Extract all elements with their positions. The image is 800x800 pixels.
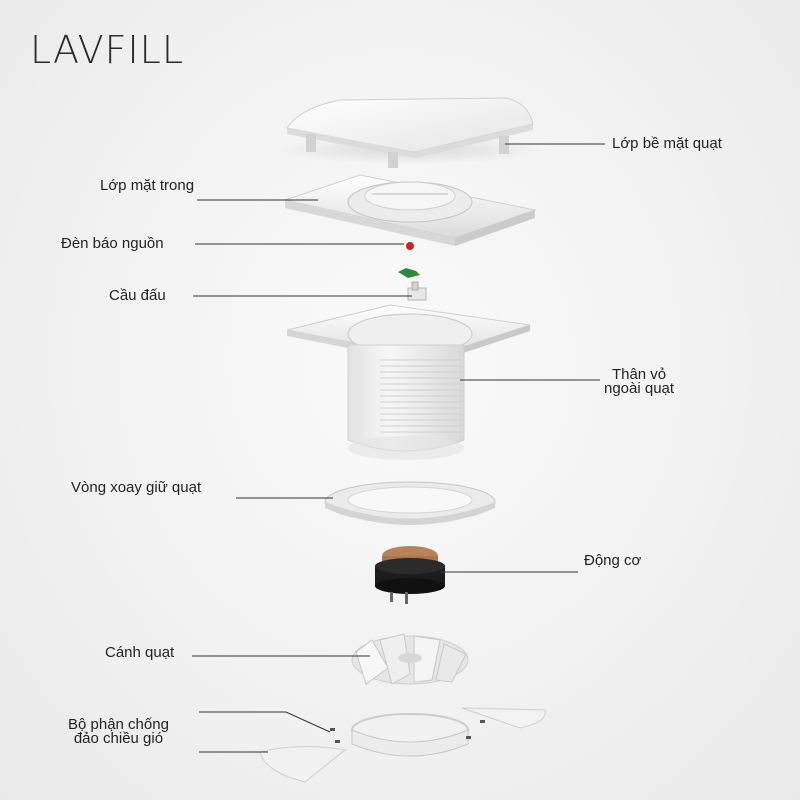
label-fan-blade: Cánh quạt: [105, 644, 175, 661]
label-housing-line-1: Thân vỏ: [611, 366, 667, 383]
label-terminal-block: Cầu đấu: [109, 287, 166, 304]
label-retaining-ring: Vòng xoay giữ quạt: [71, 479, 202, 496]
label-damper-line-1: Bộ phận chống: [68, 716, 169, 733]
power-led-part: [406, 242, 414, 250]
leader-damper-1: [199, 711, 331, 733]
housing-part: [286, 304, 531, 460]
brand-logo: LAVFILL: [30, 30, 184, 70]
label-damper-line-2: đảo chiều gió: [73, 730, 164, 747]
label-backdraft-damper: Bộ phận chống đảo chiều gió: [68, 716, 169, 747]
brand-logo-text: LAVFILL: [30, 28, 185, 72]
terminal-block-part: [407, 281, 427, 301]
label-motor: Động cơ: [584, 552, 642, 569]
inner-face-part: [283, 174, 537, 246]
motor-part: [375, 546, 445, 604]
label-inner-face: Lớp mặt trong: [100, 177, 195, 194]
label-housing-line-2: ngoài quạt: [604, 380, 675, 397]
backdraft-damper-part: [259, 707, 546, 783]
label-housing: Thân vỏ ngoài quạt: [604, 366, 675, 397]
label-power-led: Đèn báo nguồn: [61, 235, 164, 252]
pcb-part: [398, 268, 420, 278]
fan-blade-part: [351, 633, 469, 685]
retaining-ring-part: [324, 481, 496, 525]
outer-cover-part: [275, 97, 545, 168]
label-outer-cover: Lớp bề mặt quạt: [612, 135, 722, 152]
